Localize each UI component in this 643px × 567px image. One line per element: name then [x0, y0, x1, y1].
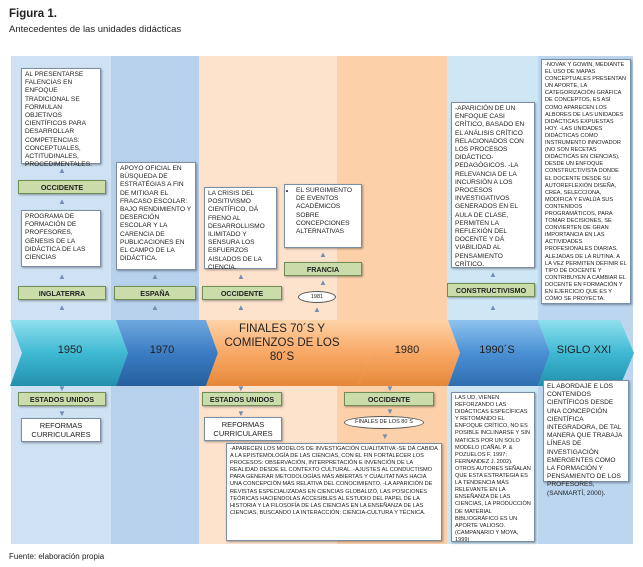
arrow-up-icon: ▲	[58, 272, 66, 281]
timeline-label-1990s: 1990´S	[479, 344, 515, 356]
box-1970-apoyo: APOYO OFICIAL EN BÚSQUEDA DE ESTRATÉGIAS…	[116, 162, 196, 270]
label-occidente-1950: OCCIDENTE	[18, 180, 106, 194]
box-novak-gowin: -NOVAK Y GOWIN, MEDIANTE EL USO DE MAPAS…	[541, 59, 631, 304]
arrow-up-icon: ▲	[151, 303, 159, 312]
timeline-label-1980: 1980	[394, 344, 420, 356]
timeline-seg-1950	[10, 320, 128, 386]
arrow-up-icon: ▲	[313, 305, 321, 314]
arrow-down-icon: ▼	[58, 384, 66, 393]
box-reformas-1950: REFORMAS CURRICULARES	[21, 418, 101, 442]
arrow-up-icon: ▲	[58, 197, 66, 206]
label-francia: FRANCIA	[284, 262, 362, 276]
label-estados-unidos-late70s: ESTADOS UNIDOS	[202, 392, 282, 406]
timeline-label-xxi: SIGLO XXI	[556, 344, 612, 356]
label-espana: ESPAÑA	[114, 286, 196, 300]
arrow-up-icon: ▲	[58, 303, 66, 312]
box-1950-competencias: AL PRESENTARSE FALENCIAS EN ENFOQUE TRAD…	[21, 68, 101, 168]
arrow-up-icon: ▲	[319, 278, 327, 287]
timeline-label-1970: 1970	[149, 344, 175, 356]
arrow-down-icon: ▼	[386, 384, 394, 393]
label-occidente-1980: OCCIDENTE	[344, 392, 434, 406]
timeline-seg-1980	[358, 320, 460, 386]
arrow-up-icon: ▲	[58, 166, 66, 175]
box-ud-didacticas: LAS UD, VIENEN REFORZANDO LAS DIDÁCTICAS…	[451, 392, 535, 543]
label-inglaterra: INGLATERRA	[18, 286, 106, 300]
label-estados-unidos-1950: ESTADOS UNIDOS	[18, 392, 106, 406]
bullet-eventos: EL SURGIMIENTO DE EVENTOS ACADÉMICOS SOB…	[296, 187, 358, 236]
arrow-down-icon: ▼	[58, 409, 66, 418]
oval-finales-80s: FINALES DE LOS 80´S	[344, 416, 424, 429]
box-crisis-positivismo: LA CRISIS DEL POSITIVISMO CIENTÍFICO, DÁ…	[204, 187, 277, 271]
arrow-down-icon: ▼	[237, 384, 245, 393]
arrow-down-icon: ▼	[381, 432, 389, 441]
arrow-down-icon: ▼	[386, 407, 394, 416]
figure-source: Fuente: elaboración propia	[9, 552, 105, 561]
arrow-up-icon: ▲	[489, 303, 497, 312]
year-oval-1981: 1981	[298, 291, 336, 303]
arrow-up-icon: ▲	[151, 272, 159, 281]
label-constructivismo: CONSTRUCTIVISMO	[447, 283, 535, 297]
figure-caption: Antecedentes de las unidades didácticas	[9, 24, 182, 35]
timeline-seg-1970	[116, 320, 218, 386]
arrow-up-icon: ▲	[237, 303, 245, 312]
period-bg-1970	[111, 56, 199, 544]
arrow-up-icon: ▲	[319, 250, 327, 259]
timeline-arrow	[10, 320, 634, 386]
timeline-seg-xxi	[538, 320, 634, 386]
label-occidente-late70s: OCCIDENTE	[202, 286, 282, 300]
box-abordaje-contenidos: EL ABORDAJE E LOS CONTENIDOS CIENTÍFICOS…	[543, 380, 629, 497]
timeline-label-late70s: FINALES 70´S Y COMIENZOS DE LOS 80´S	[224, 323, 340, 363]
box-enfoque-critico: -APARICIÓN DE UN ENFOQUE CASI CRÍTICO, B…	[451, 102, 535, 268]
timeline-label-1950: 1950	[57, 344, 83, 356]
arrow-down-icon: ▼	[237, 409, 245, 418]
box-1950-formacion: PROGRAMA DE FORMACIÓN DE PROFESORES, GÉN…	[21, 210, 101, 267]
timeline-seg-1990s	[448, 320, 550, 386]
box-reformas-late70s: REFORMAS CURRICULARES	[204, 417, 282, 441]
box-investigacion-cualitativa: -APARECEN LOS MODELOS DE INVESTIGACIÓN C…	[226, 443, 442, 541]
timeline-seg-late70s	[206, 320, 370, 386]
figure-label: Figura 1.	[9, 8, 57, 20]
arrow-up-icon: ▲	[237, 272, 245, 281]
box-eventos-academicos: EL SURGIMIENTO DE EVENTOS ACADÉMICOS SOB…	[284, 184, 362, 248]
arrow-up-icon: ▲	[489, 270, 497, 279]
